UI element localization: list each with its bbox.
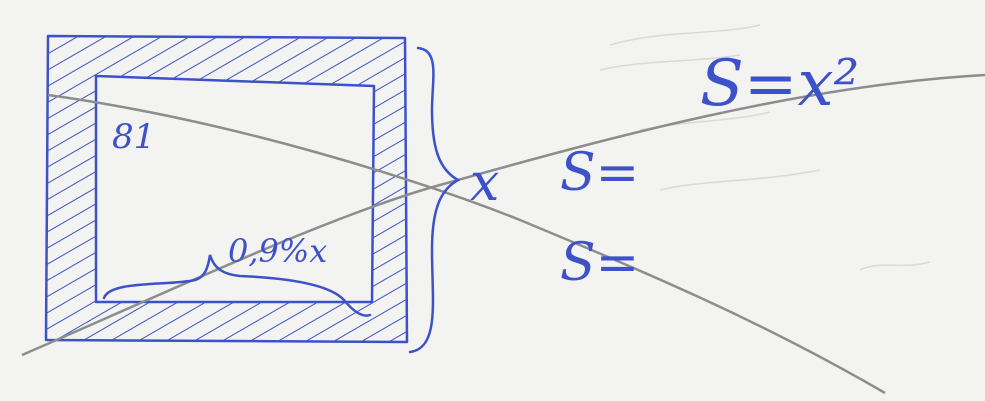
hatched-frame	[46, 36, 407, 342]
formula-third: S=	[560, 233, 639, 293]
outer-rectangle	[44, 34, 409, 344]
inner-rectangle	[94, 74, 376, 304]
formula-main: S=x²	[700, 47, 859, 121]
side-length-label: x	[470, 153, 499, 213]
width-brace	[102, 254, 372, 317]
pencil-curve-rising	[21, 73, 985, 357]
inner-area-label: 81	[112, 117, 155, 157]
side-brace	[408, 46, 461, 354]
pencil-curve-falling	[47, 93, 886, 395]
width-label: 0,9%x	[228, 232, 327, 270]
formula-second: S=	[560, 143, 639, 203]
